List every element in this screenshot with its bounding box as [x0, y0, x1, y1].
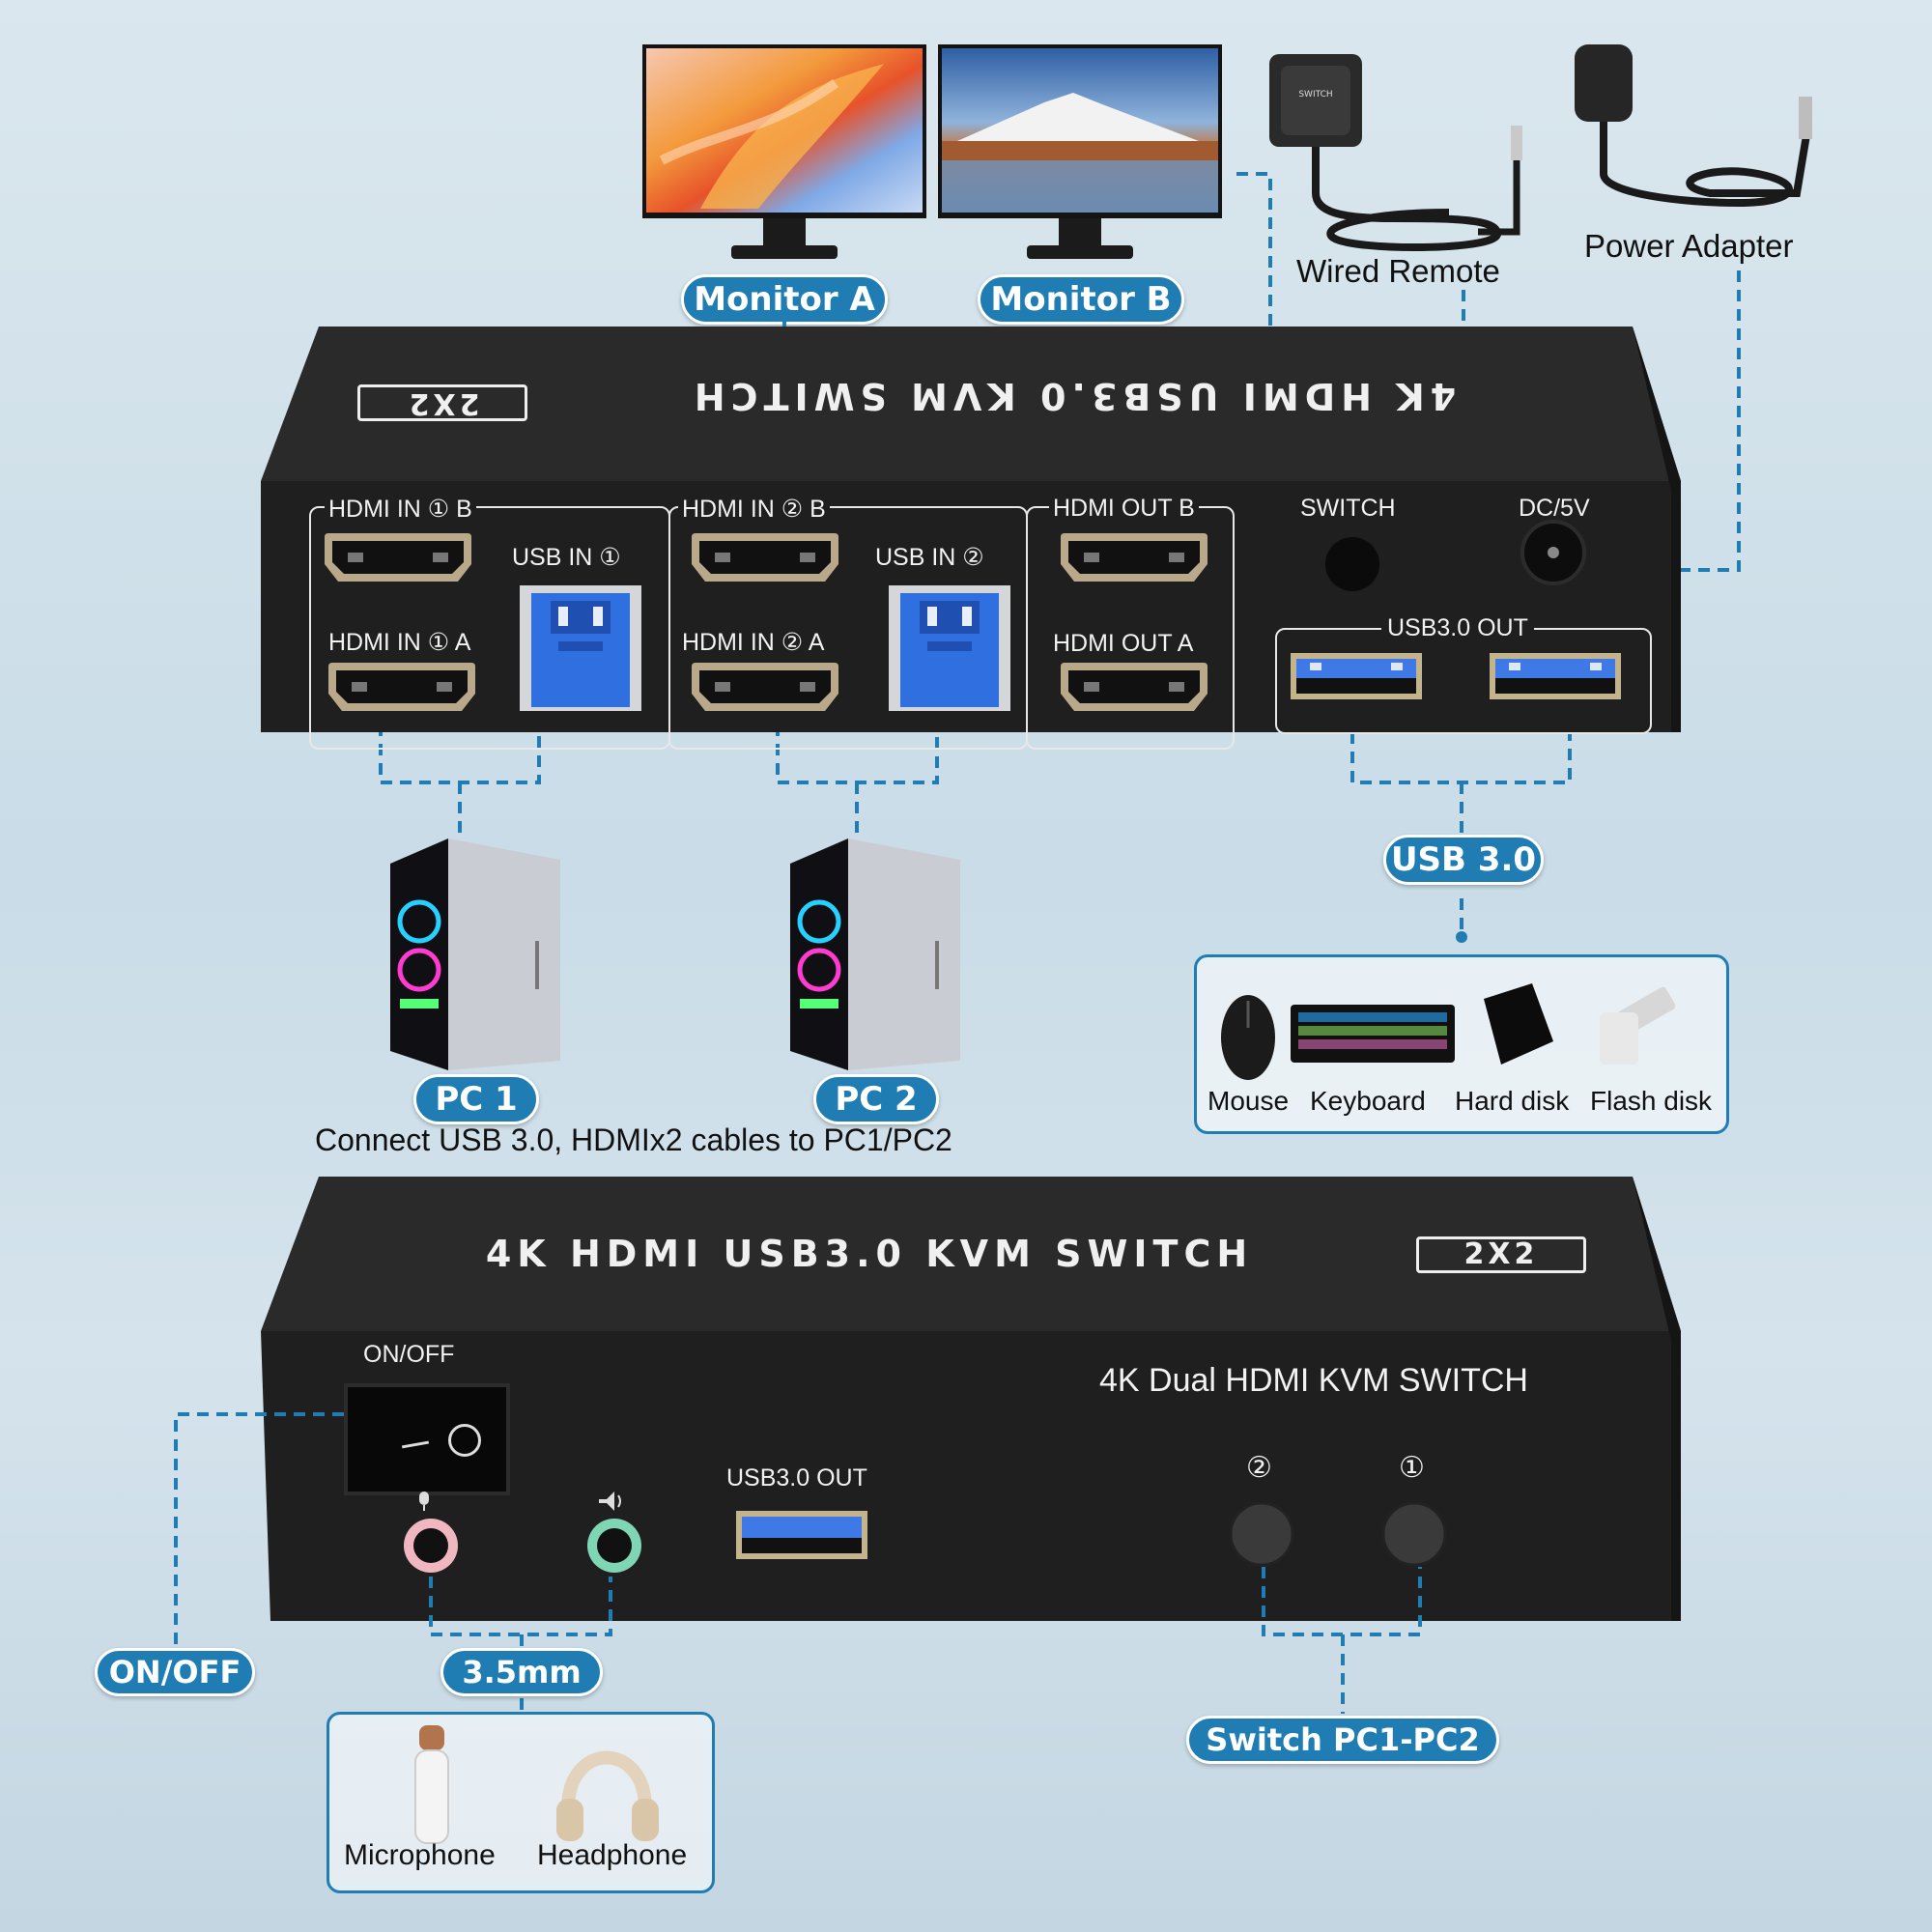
hdmi-in-1b-port — [325, 533, 471, 582]
power-adapter-label: Power Adapter — [1584, 228, 1794, 264]
front-usb-out-label: USB3.0 OUT — [726, 1464, 867, 1492]
switch-pc-pill: Switch PC1-PC2 — [1186, 1716, 1499, 1764]
hdmi-in-1a-label: HDMI IN ① A — [328, 629, 471, 656]
wired-remote-label: Wired Remote — [1296, 253, 1500, 289]
microphone-icon — [414, 1725, 449, 1844]
front-usb-out-port — [736, 1511, 867, 1559]
rear-ports — [325, 520, 1621, 711]
front-subtitle: 4K Dual HDMI KVM SWITCH — [1099, 1362, 1528, 1399]
btn-1-label: ① — [1399, 1452, 1425, 1484]
connect-note: Connect USB 3.0, HDMIx2 cables to PC1/PC… — [315, 1122, 952, 1157]
usb-device-label-2: Hard disk — [1455, 1086, 1570, 1116]
switch-jack — [1325, 537, 1379, 591]
usb30-pill: USB 3.0 — [1383, 835, 1544, 885]
pc2-image — [790, 838, 960, 1070]
hard-disk-icon — [1484, 983, 1553, 1065]
monitor-a — [642, 44, 926, 272]
usb-out-port-1 — [1291, 653, 1422, 699]
hdmi-in-2b-port — [692, 533, 838, 582]
usb-devices-box — [1194, 954, 1729, 1134]
connector-lines-bottom — [174, 1412, 1422, 1714]
onoff-pill: ON/OFF — [95, 1648, 255, 1696]
mouse-icon — [1221, 995, 1275, 1080]
hdmi-in-2a-port — [692, 663, 838, 711]
usb-in-1-port — [520, 585, 641, 711]
mic-icon — [419, 1492, 429, 1511]
audio-device-label-1: Headphone — [537, 1839, 688, 1871]
usb-device-icons — [1221, 983, 1676, 1080]
hdmi-out-a-port — [1061, 663, 1208, 711]
usb-device-label-3: Flash disk — [1590, 1086, 1713, 1116]
wired-remote-image: SWITCH — [1256, 48, 1536, 261]
front-ports — [404, 1492, 1447, 1573]
hdmi-out-b-port — [1061, 533, 1208, 582]
hdmi-out-a-label: HDMI OUT A — [1053, 630, 1194, 657]
usb-in-1-label: USB IN ① — [512, 544, 621, 571]
usb-in-2-port — [889, 585, 1010, 711]
front-top-badge: 2X2 — [1416, 1236, 1586, 1273]
pc1-pill: PC 1 — [413, 1074, 539, 1124]
front-title-text: 4K HDMI USB3.0 KVM SWITCH — [485, 1233, 1254, 1275]
usb3-out-label: USB3.0 OUT — [1381, 614, 1534, 642]
hdmi-in-1a-port — [328, 663, 475, 711]
hdmi-out-b-label: HDMI OUT B — [1049, 495, 1199, 523]
switch-button-2[interactable] — [1229, 1501, 1294, 1567]
front-badge-text: 2X2 — [1463, 1237, 1539, 1271]
audio-device-label-0: Microphone — [344, 1839, 496, 1871]
front-onoff-label: ON/OFF — [363, 1341, 455, 1368]
usb-out-port-2 — [1490, 653, 1621, 699]
audio-device-icons — [414, 1725, 659, 1844]
front-top-title: 4K HDMI USB3.0 KVM SWITCH — [357, 1233, 1381, 1275]
rocker-on-mark — [448, 1424, 481, 1457]
usb-device-label-0: Mouse — [1208, 1086, 1290, 1116]
dc-port-label: DC/5V — [1519, 495, 1590, 522]
hdmi-in-1b-label: HDMI IN ① B — [325, 495, 476, 524]
speaker-icon — [599, 1492, 621, 1511]
monitor-b — [938, 44, 1222, 272]
usb-in-2-label: USB IN ② — [875, 544, 984, 571]
hdmi-in-2a-label: HDMI IN ② A — [682, 629, 825, 656]
pc1-image — [390, 838, 560, 1070]
btn-2-label: ② — [1246, 1452, 1272, 1484]
flash-disk-icon — [1600, 986, 1676, 1065]
switch-port-label: SWITCH — [1300, 495, 1396, 522]
remote-button-text: SWITCH — [1298, 90, 1332, 99]
mm35-pill: 3.5mm — [440, 1648, 603, 1696]
switch-button-1[interactable] — [1381, 1501, 1447, 1567]
usb-device-label-1: Keyboard — [1310, 1086, 1426, 1116]
monitor-b-pill: Monitor B — [978, 274, 1184, 325]
monitor-a-pill: Monitor A — [681, 274, 888, 325]
power-adapter-image — [1565, 39, 1826, 222]
hdmi-in-2b-label: HDMI IN ② B — [678, 495, 830, 524]
keyboard-icon — [1291, 1005, 1455, 1063]
pc2-pill: PC 2 — [813, 1074, 939, 1124]
headphone-icon — [556, 1750, 659, 1841]
usb-dot — [1456, 931, 1467, 943]
